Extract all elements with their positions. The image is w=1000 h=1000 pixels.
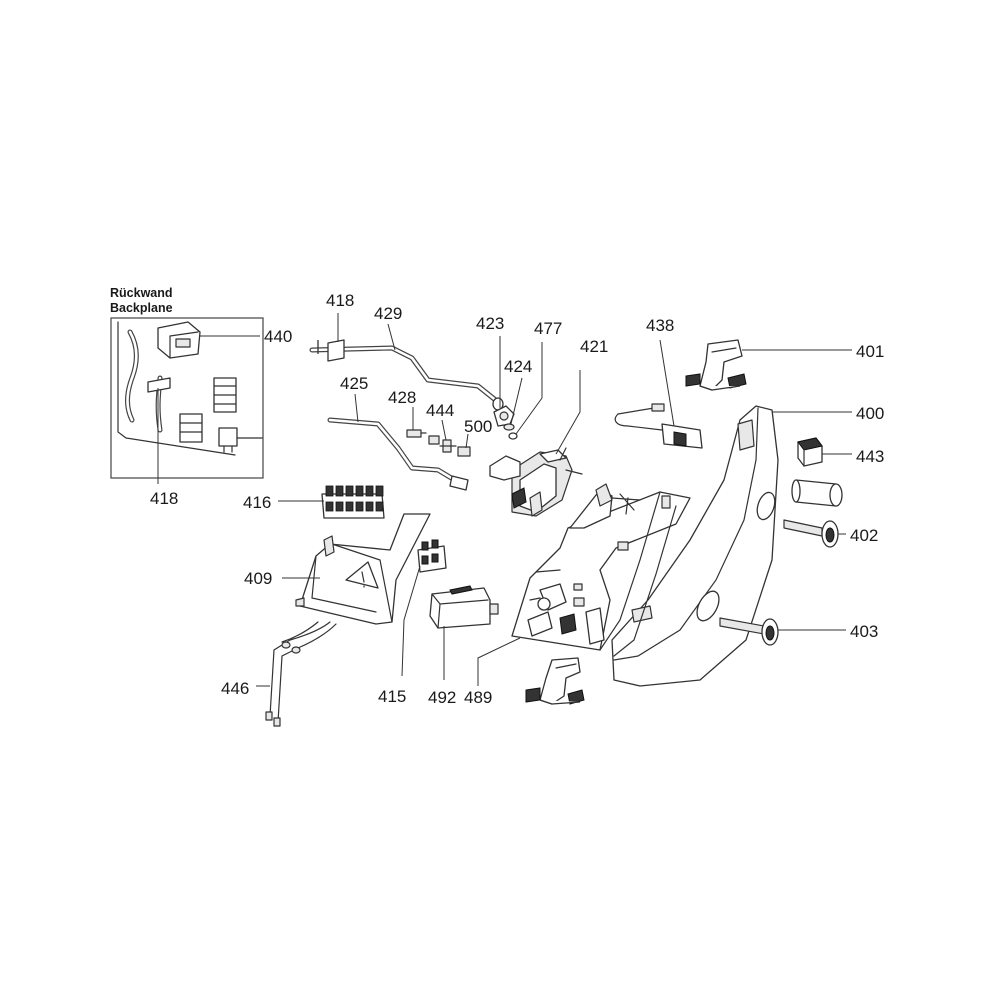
- leader-477: [515, 342, 543, 435]
- label-402: 402: [850, 526, 878, 545]
- label-429: 429: [374, 304, 402, 323]
- label-443: 443: [856, 447, 884, 466]
- label-421: 421: [580, 337, 608, 356]
- label-401: 401: [856, 342, 884, 361]
- knob-402: [783, 519, 839, 548]
- pipe-clip-418: [147, 377, 171, 393]
- fitting-500: [457, 446, 471, 457]
- sensor-438: [614, 403, 703, 449]
- label-444: 444: [426, 401, 454, 420]
- inset-title-en: Backplane: [110, 301, 173, 315]
- label-403: 403: [850, 622, 878, 641]
- terminal-415: [417, 539, 447, 573]
- label-489: 489: [464, 688, 492, 707]
- washer-424: [503, 423, 515, 431]
- backplane-device-440: [157, 321, 201, 359]
- gas-valve-421: [489, 447, 583, 517]
- label-400: 400: [856, 404, 884, 423]
- backplane-inset: Rückwand Backplane: [110, 286, 292, 508]
- knob-403: [719, 617, 779, 646]
- label-409: 409: [244, 569, 272, 588]
- bracket-lower: [525, 657, 585, 705]
- wires-446: [265, 621, 337, 727]
- pipe-425: [327, 417, 469, 491]
- fitting-444-b: [439, 439, 457, 453]
- fitting-444-a: [428, 435, 440, 445]
- leader-415: [401, 565, 421, 677]
- backplane-terminal-strip: [213, 377, 237, 413]
- fitting-428: [406, 429, 427, 438]
- label-428: 428: [388, 388, 416, 407]
- leader-438: [659, 339, 675, 427]
- label-423: 423: [476, 314, 504, 333]
- label-418-inset: 418: [150, 489, 178, 508]
- leader-444: [441, 419, 447, 441]
- seal-477: [508, 432, 518, 440]
- label-418-top: 418: [326, 291, 354, 310]
- terminal-block-416: [321, 485, 385, 519]
- backplane-relay: [218, 427, 263, 453]
- bracket-401: [685, 339, 747, 391]
- leader-500: [465, 433, 469, 449]
- module-492: [429, 585, 499, 629]
- label-500: 500: [464, 417, 492, 436]
- label-425: 425: [340, 374, 368, 393]
- label-492: 492: [428, 688, 456, 707]
- label-477: 477: [534, 319, 562, 338]
- cylinder-part: [791, 479, 843, 507]
- label-440: 440: [264, 327, 292, 346]
- label-415: 415: [378, 687, 406, 706]
- leader-424: [510, 377, 523, 425]
- leader-425: [354, 393, 359, 423]
- housing-400: [611, 405, 779, 687]
- backplane-terminal-strip-2: [179, 413, 203, 443]
- circuit-board-489: [511, 483, 691, 657]
- pipe-clip-418: [327, 339, 345, 362]
- inset-title-de: Rückwand: [110, 286, 173, 300]
- label-424: 424: [504, 357, 532, 376]
- cover-409: [295, 513, 431, 625]
- label-438: 438: [646, 316, 674, 335]
- leader-429: [387, 323, 396, 351]
- leader-421: [555, 370, 581, 455]
- label-416: 416: [243, 493, 271, 512]
- label-446: 446: [221, 679, 249, 698]
- backplane-panel: [117, 321, 236, 456]
- switch-443: [797, 437, 823, 467]
- leader-489: [477, 637, 521, 686]
